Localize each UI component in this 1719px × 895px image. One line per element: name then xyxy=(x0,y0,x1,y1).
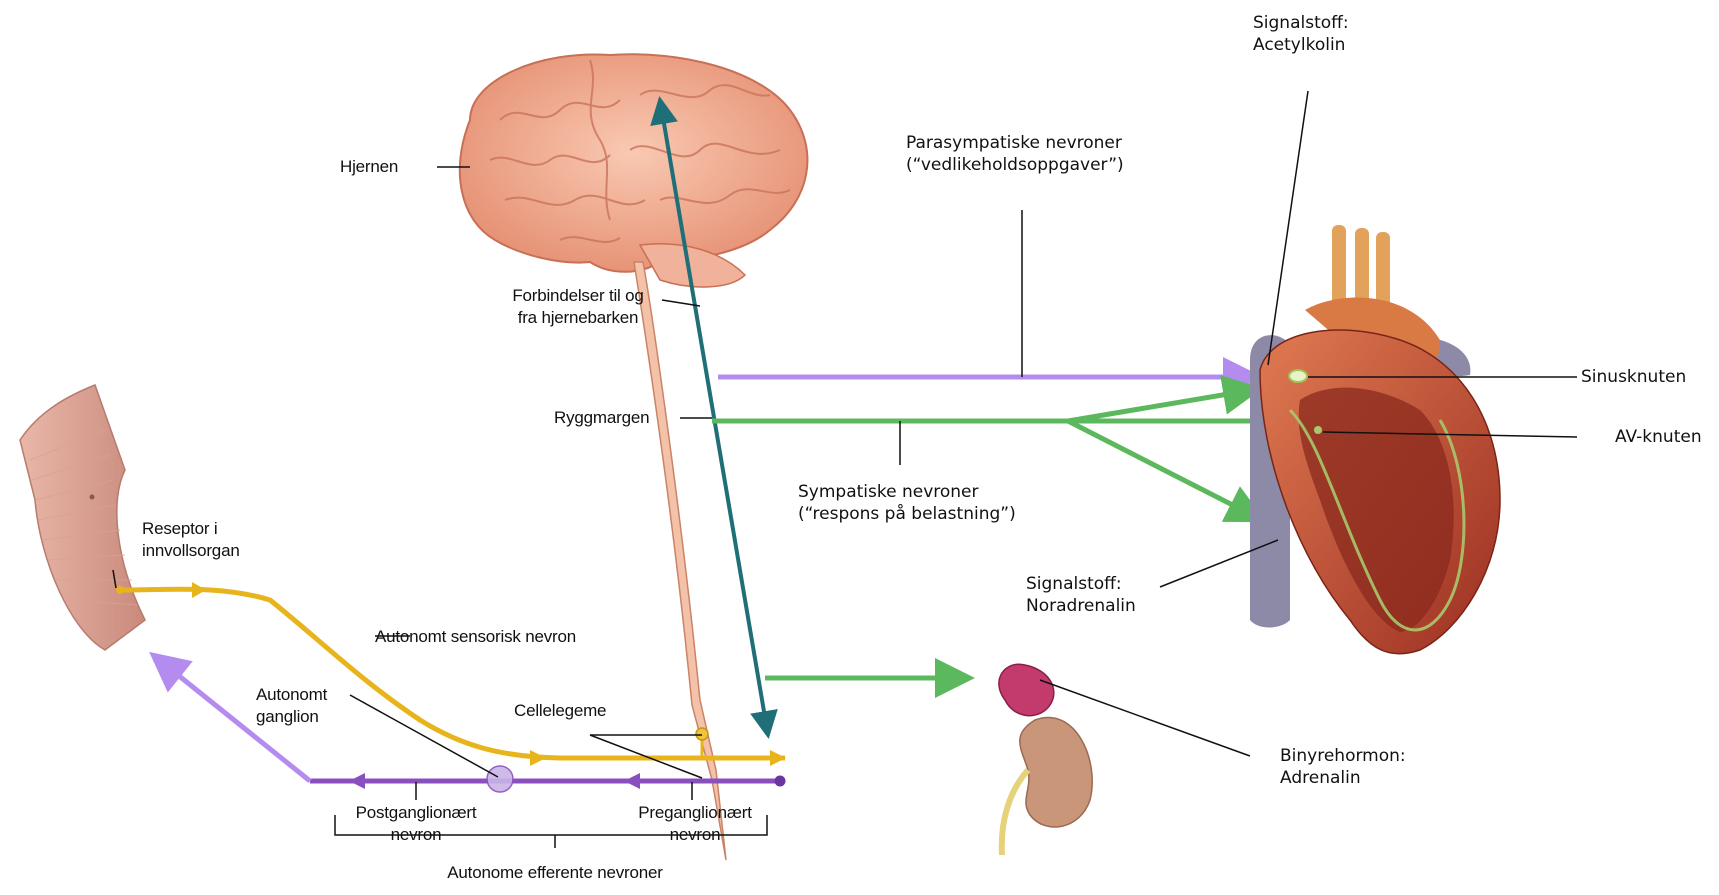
sympathetic-arrows xyxy=(712,389,1300,678)
sympathetic-label: Sympatiske nevroner (“respons på belastn… xyxy=(798,481,1016,525)
kidney-adrenal-illustration xyxy=(999,664,1092,855)
sympathetic-line1: Sympatiske nevroner xyxy=(798,481,1016,503)
adrenaline-line2: Adrenalin xyxy=(1280,767,1406,789)
preganglionic-line1: Preganglionært xyxy=(610,802,780,824)
acetylcholine-line1: Signalstoff: xyxy=(1253,12,1349,34)
ganglion-line1: Autonomt xyxy=(256,684,327,706)
adrenaline-line1: Binyrehormon: xyxy=(1280,745,1406,767)
efferent-neurons-label: Autonome efferente nevroner xyxy=(395,862,715,884)
noradrenaline-line2: Noradrenalin xyxy=(1026,595,1136,617)
receptor-label: Reseptor i innvollsorgan xyxy=(142,518,240,562)
visceral-organ-illustration xyxy=(20,385,145,650)
acetylcholine-label: Signalstoff: Acetylkolin xyxy=(1253,12,1349,56)
receptor-line1: Reseptor i xyxy=(142,518,240,540)
cortex-connections-line2: fra hjernebarken xyxy=(488,307,668,329)
ganglion-line2: ganglion xyxy=(256,706,327,728)
noradrenaline-label: Signalstoff: Noradrenalin xyxy=(1026,573,1136,617)
spinal-cord-label: Ryggmargen xyxy=(554,407,649,429)
postganglionic-line1: Postganglionært xyxy=(328,802,504,824)
sensory-neuron-label: Autonomt sensorisk nevron xyxy=(375,626,576,648)
preganglionic-line2: nevron xyxy=(610,824,780,846)
cortex-connections-line1: Forbindelser til og xyxy=(488,285,668,307)
parasympathetic-label: Parasympatiske nevroner (“vedlikeholdsop… xyxy=(906,132,1124,176)
sa-node-label: Sinusknuten xyxy=(1581,366,1686,388)
parasympathetic-line1: Parasympatiske nevroner xyxy=(906,132,1124,154)
heart-illustration xyxy=(1250,225,1500,654)
sympathetic-line2: (“respons på belastning”) xyxy=(798,503,1016,525)
adrenaline-label: Binyrehormon: Adrenalin xyxy=(1280,745,1406,789)
receptor-line2: innvollsorgan xyxy=(142,540,240,562)
acetylcholine-line2: Acetylkolin xyxy=(1253,34,1349,56)
brain-label: Hjernen xyxy=(340,156,398,178)
cortex-connections-label: Forbindelser til og fra hjernebarken xyxy=(488,285,668,329)
parasympathetic-line2: (“vedlikeholdsoppgaver”) xyxy=(906,154,1124,176)
cell-body-label: Cellelegeme xyxy=(514,700,606,722)
brain-illustration xyxy=(460,54,808,287)
postganglionic-label: Postganglionært nevron xyxy=(328,802,504,846)
postganglionic-line2: nevron xyxy=(328,824,504,846)
noradrenaline-line1: Signalstoff: xyxy=(1026,573,1136,595)
ganglion-label: Autonomt ganglion xyxy=(256,684,327,728)
av-node-label: AV-knuten xyxy=(1615,426,1702,448)
preganglionic-label: Preganglionært nevron xyxy=(610,802,780,846)
